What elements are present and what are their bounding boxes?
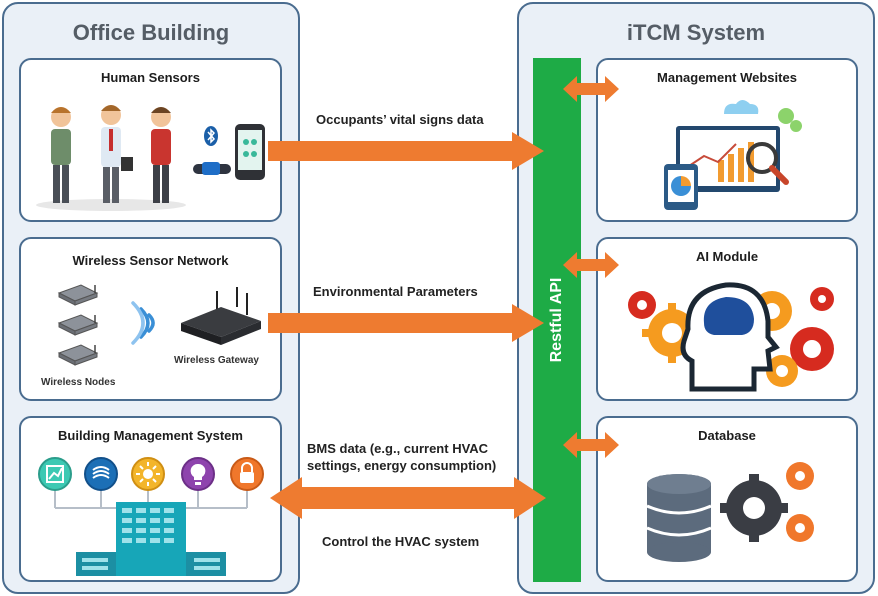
wsn-title: Wireless Sensor Network <box>72 253 229 268</box>
restful-api-bar: Restful API <box>533 58 581 582</box>
hvac-circle-icon <box>84 457 118 491</box>
ai-module-panel: AI Module <box>596 237 858 401</box>
wristband-icon <box>193 162 231 175</box>
database-cylinder-icon <box>646 474 712 562</box>
itcm-system-title: iTCM System <box>626 20 766 45</box>
office-building-title: Office Building <box>72 20 230 45</box>
database-title: Database <box>698 428 756 443</box>
environmental-parameters-label: Environmental Parameters <box>313 284 478 299</box>
ai-module-title: AI Module <box>695 249 759 264</box>
management-websites-title: Management Websites <box>657 70 797 85</box>
human-sensors-title: Human Sensors <box>101 70 200 85</box>
wifi-signal-icon <box>131 301 155 345</box>
vital-signs-arrow <box>268 132 544 170</box>
database-panel: Database <box>596 416 858 582</box>
management-websites-panel: Management Websites <box>596 58 858 222</box>
vital-signs-label: Occupants’ vital signs data <box>316 112 484 127</box>
sun-circle-icon <box>131 457 165 491</box>
chart-circle-icon <box>38 457 72 491</box>
wireless-sensor-network-panel: Wireless Sensor Network Wireless Nodes W… <box>19 237 282 401</box>
ai-module-api-arrow <box>563 252 619 278</box>
bms-bidirectional-arrow <box>270 477 546 519</box>
smartphone-icon <box>235 124 265 180</box>
human-sensors-panel: Human Sensors <box>19 58 282 222</box>
analytics-dashboard-icon <box>664 100 802 210</box>
bms-data-label-line1: BMS data (e.g., current HVAC <box>307 441 489 456</box>
database-gears-icon <box>720 462 814 542</box>
control-hvac-label: Control the HVAC system <box>322 534 480 549</box>
lock-circle-icon <box>230 457 264 491</box>
bms-title: Building Management System <box>58 428 243 443</box>
building-management-system-panel: Building Management System <box>19 416 282 582</box>
people-illustration-icon <box>36 105 186 211</box>
wireless-gateway-icon <box>181 287 261 345</box>
management-api-arrow <box>563 76 619 102</box>
bms-data-label-line2: settings, energy consumption) <box>307 458 497 473</box>
bluetooth-icon <box>204 126 218 146</box>
restful-api-label: Restful API <box>548 277 565 363</box>
wireless-gateway-label: Wireless Gateway <box>174 355 259 366</box>
building-icon <box>76 502 226 576</box>
ai-brain-gears-icon <box>628 282 834 392</box>
wireless-nodes-icon <box>57 284 99 366</box>
environmental-parameters-arrow <box>268 304 544 342</box>
database-api-arrow <box>563 432 619 458</box>
wireless-nodes-label: Wireless Nodes <box>41 377 116 388</box>
lightbulb-circle-icon <box>181 457 215 491</box>
